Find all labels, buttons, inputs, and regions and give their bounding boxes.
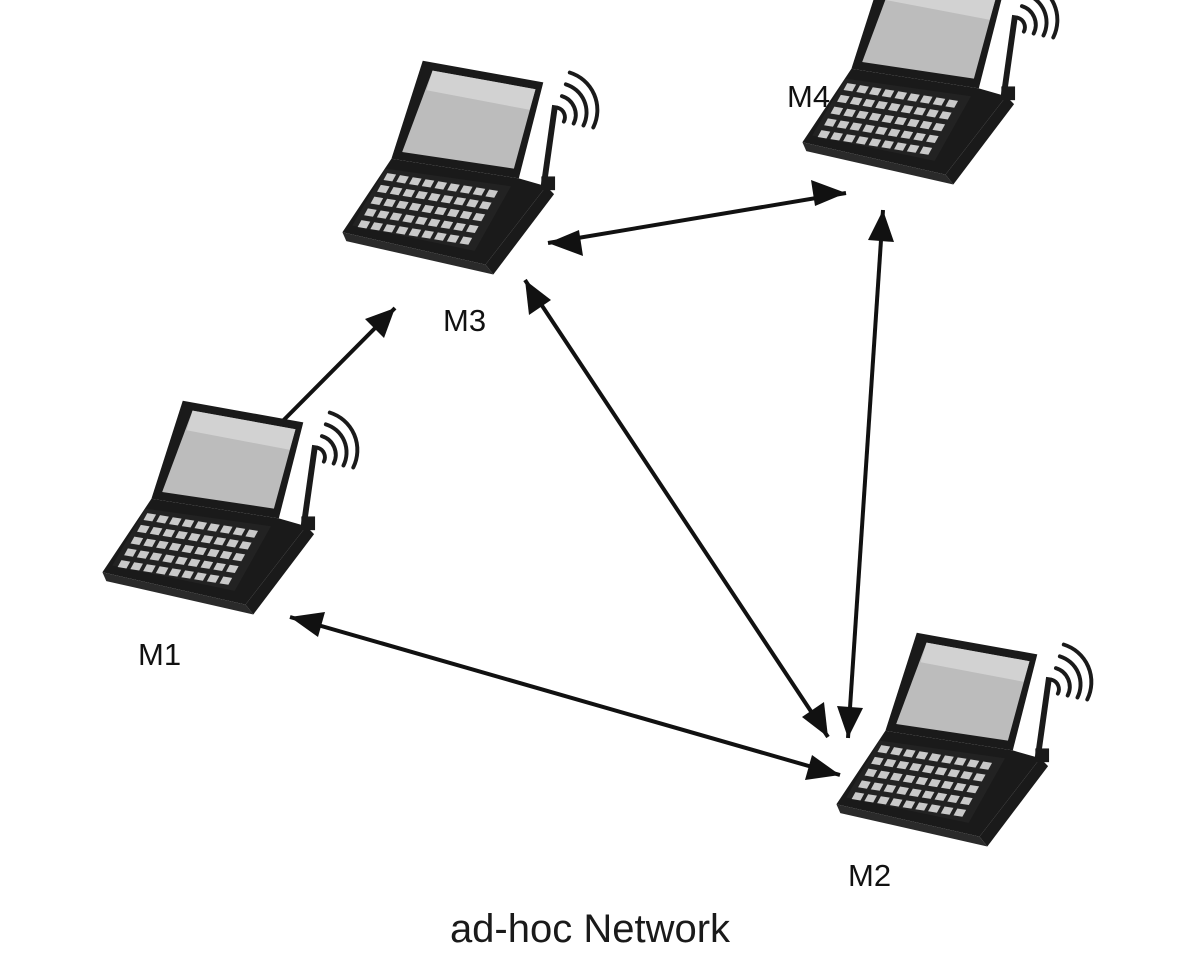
node-label: M3: [443, 303, 486, 338]
arrowhead: [802, 702, 828, 737]
node-m1: M1: [102, 401, 357, 672]
arrowhead: [365, 308, 395, 338]
arrowhead: [548, 230, 583, 256]
link-m3-m2: [523, 278, 830, 739]
link-m3-m4: [547, 191, 847, 245]
node-m2: M2: [836, 633, 1091, 893]
link-m1-m2: [289, 615, 841, 777]
node-m3: M3: [342, 61, 597, 338]
arrowhead: [837, 706, 863, 738]
laptop-wireless-icon: [836, 633, 1091, 847]
arrowhead: [290, 612, 325, 637]
node-label: M4: [787, 79, 830, 114]
node-label: M1: [138, 637, 181, 672]
laptop-wireless-icon: [802, 0, 1057, 184]
arrowhead: [811, 180, 846, 206]
arrowhead: [525, 280, 551, 315]
node-label: M2: [848, 858, 891, 893]
arrowhead: [805, 755, 840, 780]
node-m4: M4: [787, 0, 1057, 184]
links: [240, 191, 885, 777]
diagram-caption: ad-hoc Network: [450, 907, 731, 951]
laptop-wireless-icon: [102, 401, 357, 615]
link-m4-m2: [846, 209, 885, 739]
arrowhead: [868, 210, 894, 242]
